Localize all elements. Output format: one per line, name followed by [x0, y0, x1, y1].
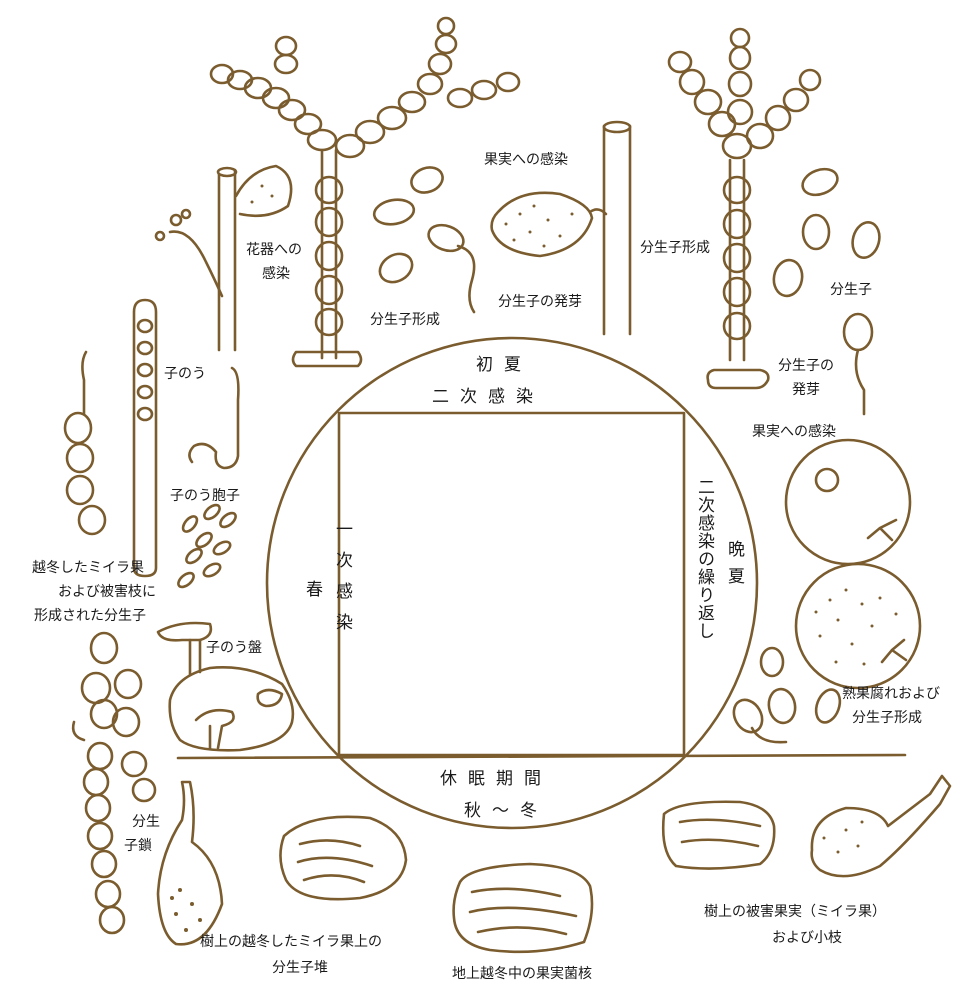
- label-tree-mummy-1: 樹上の被害果実（ミイラ果）: [704, 902, 886, 922]
- label-flower-infection-2: 感染: [262, 264, 290, 284]
- autumn-winter-stage: 休眠期間: [440, 764, 552, 789]
- label-overwintered-2: および被害枝に: [58, 582, 156, 602]
- label-ascus: 子のう: [164, 364, 206, 384]
- ground-line: [178, 755, 905, 758]
- sclerotium-on-tree-illustration: [280, 817, 406, 899]
- conidia-chain-left-branch: [211, 37, 336, 150]
- cycle-square: [339, 413, 684, 755]
- late-summer-season: 晩夏: [722, 540, 747, 594]
- label-ground-sclerotium: 地上越冬中の果実菌核: [452, 964, 592, 984]
- conidia-chain-stem: [316, 177, 342, 335]
- label-conidia-chain-2: 子鎖: [124, 836, 152, 856]
- mummy-fruit-illustration: [663, 802, 774, 869]
- ascus-illustration: [134, 300, 156, 576]
- conidiophore-illustration-top-left: [211, 18, 519, 366]
- label-conidia-formation-top-center: 分生子形成: [370, 310, 440, 330]
- label-apothecium: 子のう盤: [206, 638, 262, 658]
- fruit-infection-illustration-right: [786, 440, 910, 564]
- label-flower-infection-1: 花器への: [246, 240, 302, 260]
- early-summer-stage: 二次感染: [432, 382, 544, 407]
- twig-with-mummy-illustration: [812, 776, 950, 876]
- label-rot-2: 分生子形成: [852, 708, 922, 728]
- spring-season: 春: [300, 580, 325, 597]
- sclerotium-on-ground-illustration: [454, 864, 592, 952]
- spring-stage: 一次感染: [330, 520, 355, 644]
- rotten-fruit-illustration: [796, 564, 920, 688]
- label-rot-1: 熟果腐れおよび: [842, 684, 940, 704]
- label-conidia-germination-right-2: 発芽: [792, 380, 820, 400]
- ascospores: [176, 502, 238, 589]
- conidia-chain-right-branch: [336, 18, 519, 157]
- label-overwintered-3: 形成された分生子: [34, 606, 146, 626]
- conidia-cluster-bottom-right: [728, 648, 844, 742]
- label-conidia: 分生子: [830, 280, 872, 300]
- label-conidia-formation-top-right: 分生子形成: [640, 238, 710, 258]
- early-summer-season: 初夏: [476, 350, 532, 375]
- label-fruit-infection-right: 果実への感染: [752, 422, 836, 442]
- label-tree-mummy-2: および小枝: [772, 928, 842, 948]
- label-tree-sporodochium-2: 分生子堆: [272, 958, 328, 978]
- label-overwintered-1: 越冬したミイラ果: [32, 558, 144, 578]
- label-conidia-chain-1: 分生: [132, 812, 160, 832]
- label-conidia-germination-top: 分生子の発芽: [498, 292, 582, 312]
- label-tree-sporodochium-1: 樹上の越冬したミイラ果上の: [200, 932, 382, 952]
- label-fruit-infection-top: 果実への感染: [484, 150, 568, 170]
- autumn-winter-season: 秋〜冬: [464, 796, 548, 821]
- sporodochium-illustration: [158, 782, 222, 944]
- late-summer-stage: 二次感染の繰り返し: [692, 478, 717, 640]
- label-ascospore: 子のう胞子: [170, 486, 240, 506]
- conidiophore-illustration-top-right: [669, 29, 820, 388]
- conidia-cluster-top: [372, 163, 474, 312]
- conidial-chain-illustration-left: [73, 633, 155, 933]
- label-conidia-germination-right-1: 分生子の: [778, 356, 834, 376]
